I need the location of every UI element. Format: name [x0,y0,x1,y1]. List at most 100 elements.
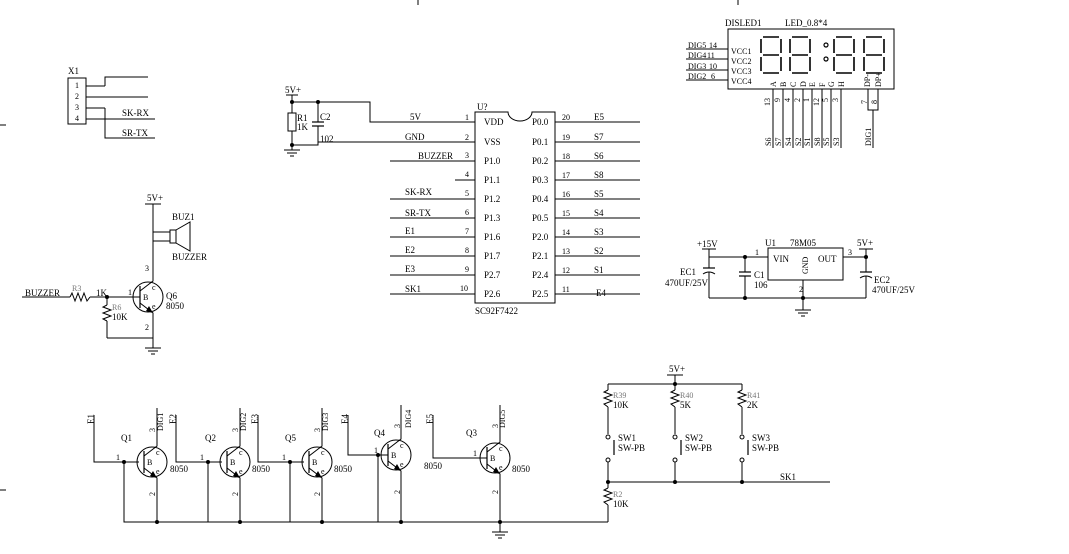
svg-text:P1.7: P1.7 [484,251,501,261]
driver-q2: E2 1 B c e Q2 8050 3 DIG2 2 [168,408,271,524]
x1-ref: X1 [68,66,79,76]
svg-text:E1: E1 [405,226,415,236]
svg-text:R39: R39 [613,391,626,400]
svg-text:DP+: DP+ [874,72,883,87]
svg-text:S2: S2 [794,138,803,146]
decoupling-r1-c2: 5V+ R1 1K C2 102 [284,85,475,157]
svg-text:SK-RX: SK-RX [405,187,433,197]
buzzer-circuit: 5V+ BUZ1 BUZZER 3 BUZZER R3 1K 1 B c e Q… [22,193,207,355]
svg-text:S8: S8 [813,138,822,146]
svg-text:E2: E2 [168,414,178,424]
svg-text:DIG1: DIG1 [864,128,873,146]
connector-x1: X1 1 2 3 4 SK-RX SR-TX [67,66,155,139]
svg-text:3: 3 [465,151,469,160]
mcu-ref: U? [477,102,488,112]
svg-text:18: 18 [562,152,570,161]
svg-text:S1: S1 [803,138,812,146]
svg-text:DIG3: DIG3 [688,62,706,71]
svg-text:A: A [769,81,778,87]
svg-text:C2: C2 [320,112,331,122]
svg-text:G: G [827,81,836,87]
svg-text:P2.4: P2.4 [532,270,549,280]
svg-text:3: 3 [313,428,322,432]
svg-text:R1: R1 [297,113,308,123]
svg-text:3: 3 [75,103,79,112]
svg-text:B: B [312,458,317,467]
svg-text:1K: 1K [297,122,309,132]
svg-text:1: 1 [755,248,759,257]
mcu-pin-l7: 7P1.6E1 [405,226,501,242]
svg-text:P0.4: P0.4 [532,194,549,204]
svg-text:15: 15 [562,209,570,218]
svg-text:P2.1: P2.1 [532,251,548,261]
svg-text:12: 12 [812,98,821,106]
digit-drivers: E1 1 B c e Q1 8050 3 DIG1 2 E2 1 [86,405,608,539]
svg-text:EC1: EC1 [680,267,696,277]
driver-q3: E5 1 B c e Q3 8050 3 DIG5 2 [425,405,531,524]
svg-text:P2.6: P2.6 [484,289,501,299]
svg-text:8050: 8050 [334,464,353,474]
svg-text:F: F [818,82,827,87]
display-part: LED_0.8*4 [785,18,828,28]
svg-text:8: 8 [465,246,469,255]
svg-text:106: 106 [754,280,768,290]
svg-text:Q5: Q5 [285,433,296,443]
keypad-ladder: 5V+ R39 10K R40 5K R41 2K SW1 SW-PB SW2 [602,364,830,522]
mcu-pin-l9: 9P2.7E3 [405,264,501,280]
svg-text:c: c [156,448,160,457]
svg-text:e: e [321,467,325,476]
svg-text:20: 20 [562,113,570,122]
svg-text:P1.3: P1.3 [484,213,501,223]
display-ref: DISLED1 [725,18,762,28]
x1-body [67,77,87,125]
svg-text:2: 2 [393,490,402,494]
frame-marks [0,0,739,491]
svg-text:SW-PB: SW-PB [752,443,779,453]
svg-text:3: 3 [231,428,240,432]
svg-text:Q3: Q3 [466,428,477,438]
svg-text:VCC2: VCC2 [731,57,751,66]
svg-text:P2.7: P2.7 [484,270,501,280]
svg-text:VSS: VSS [484,137,501,147]
svg-text:Q2: Q2 [205,433,216,443]
svg-text:6: 6 [711,72,715,81]
svg-text:e: e [152,302,156,311]
svg-text:10K: 10K [613,400,629,410]
svg-text:10K: 10K [112,312,128,322]
svg-text:5V: 5V [410,112,422,122]
svg-text:c: c [152,283,156,292]
svg-text:1: 1 [128,288,132,297]
svg-text:H: H [837,81,846,87]
svg-text:C1: C1 [754,270,765,280]
svg-text:14: 14 [562,228,570,237]
svg-text:3: 3 [393,424,402,428]
svg-text:10: 10 [709,62,717,71]
svg-text:E: E [808,82,817,87]
svg-text:5K: 5K [680,400,692,410]
svg-text:S8: S8 [594,170,604,180]
svg-text:2: 2 [313,492,322,496]
svg-text:SW1: SW1 [618,433,636,443]
svg-text:1K: 1K [96,288,108,298]
svg-text:7: 7 [465,227,469,236]
svg-text:S3: S3 [594,227,604,237]
segment-pin-numbers: 13 9 4 2 1 12 5 3 7 8 [763,98,879,106]
svg-text:5V+: 5V+ [669,364,685,374]
svg-text:14: 14 [709,41,717,50]
svg-text:E3: E3 [405,264,415,274]
svg-text:2K: 2K [747,400,759,410]
svg-text:E3: E3 [250,414,260,424]
svg-text:19: 19 [562,133,570,142]
svg-text:P0.2: P0.2 [532,156,548,166]
svg-text:SW-PB: SW-PB [685,443,712,453]
